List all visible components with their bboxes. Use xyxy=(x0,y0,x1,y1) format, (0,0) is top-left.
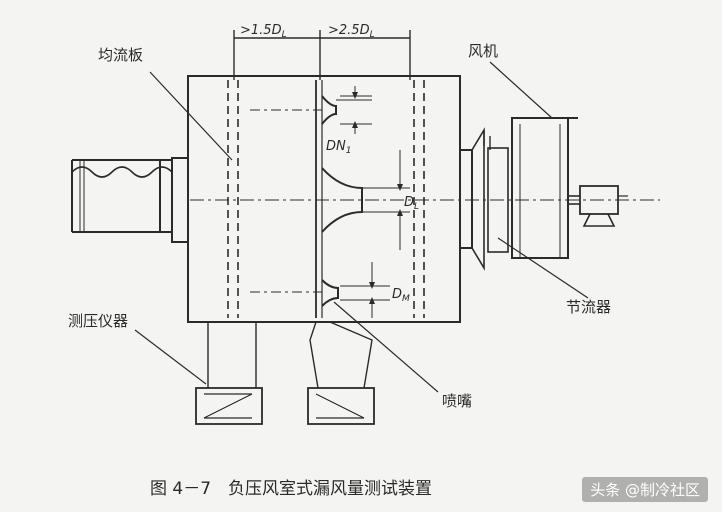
manometer-right xyxy=(307,387,375,425)
label-dim-25: >2.5DL xyxy=(328,23,375,40)
label-throttle: 节流器 xyxy=(566,298,611,316)
watermark: 头条 @制冷社区 xyxy=(582,477,708,502)
left-duct xyxy=(71,159,172,233)
label-d-small: DM xyxy=(392,287,410,304)
inlet-neck xyxy=(171,157,188,243)
nozzle-bottom xyxy=(321,279,339,307)
label-dn: DN1 xyxy=(326,139,351,156)
label-diffuser: 均流板 xyxy=(98,46,143,64)
label-fan: 风机 xyxy=(468,42,498,60)
nozzle-middle xyxy=(321,167,363,233)
outlet-neck xyxy=(460,149,473,249)
fan-motor xyxy=(579,185,619,215)
label-d-large: DL xyxy=(404,195,419,212)
throttle xyxy=(471,127,485,271)
manometer-left xyxy=(195,387,263,425)
chamber-outline xyxy=(187,75,461,323)
throttle-ring xyxy=(487,147,509,253)
nozzle-top xyxy=(321,95,337,125)
left-duct-wave xyxy=(71,166,173,178)
label-nozzle: 喷嘴 xyxy=(442,392,472,410)
figure-caption: 图 4－7 负压风室式漏风量测试装置 xyxy=(150,479,432,499)
label-manometer: 测压仪器 xyxy=(68,312,128,330)
label-dim-15: >1.5DL xyxy=(240,23,287,40)
